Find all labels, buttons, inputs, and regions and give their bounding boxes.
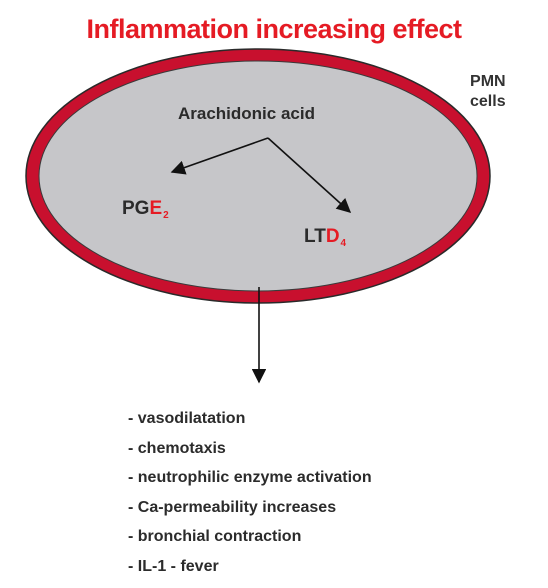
pmn-cells-label: PMN cells	[470, 72, 506, 112]
effects-list: - vasodilatation - chemotaxis - neutroph…	[128, 404, 372, 581]
effect-item: - neutrophilic enzyme activation	[128, 469, 372, 486]
pge2-base: PG	[122, 198, 150, 219]
ltd4-subscript: 4	[340, 238, 347, 249]
ltd4-base: LT	[304, 226, 326, 247]
arrow-to-ltd4	[267, 137, 352, 213]
pmn-label-line2: cells	[470, 93, 506, 110]
cell-cytoplasm	[38, 60, 478, 292]
pge2-label: PGE2	[122, 198, 169, 221]
pmn-label-line1: PMN	[470, 73, 506, 90]
effect-item: - Ca-permeability increases	[128, 498, 337, 516]
arrow-to-pge2	[170, 137, 269, 175]
pge2-subscript: 2	[163, 210, 169, 221]
effect-item: - IL-1 - fever	[128, 557, 219, 575]
arachidonic-acid-label: Arachidonic acid	[178, 104, 315, 123]
effect-item: - vasodilatation	[128, 410, 246, 427]
pge2-accent: E	[149, 198, 163, 219]
diagram-title: Inflammation increasing effect	[86, 14, 462, 44]
ltd4-label: LTD4	[304, 226, 346, 249]
effect-item: - bronchial contraction	[128, 528, 302, 545]
ltd4-accent: D	[325, 226, 340, 247]
effect-item: - chemotaxis	[128, 439, 226, 457]
